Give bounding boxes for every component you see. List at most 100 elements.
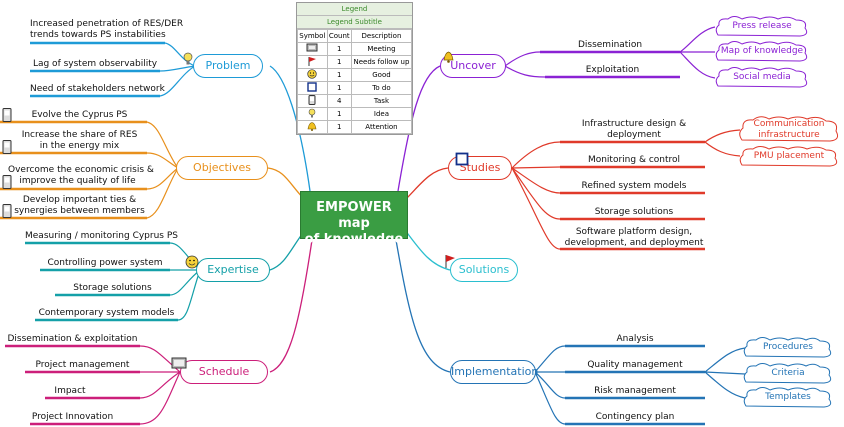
legend-header-count: Count <box>326 29 352 43</box>
central-title-line1: EMPOWER map <box>316 200 392 231</box>
legend-desc: Task <box>350 94 413 108</box>
computer-icon <box>171 357 187 369</box>
legend-row: 1 Good <box>297 68 413 82</box>
legend-title: Legend <box>297 3 412 16</box>
topic-expertise[interactable]: Expertise <box>196 258 270 282</box>
legend-row: 1 Idea <box>297 107 413 121</box>
topic-implementation[interactable]: Implementation <box>450 360 538 384</box>
smiley-icon <box>185 255 199 269</box>
legend-desc: Attention <box>350 120 413 134</box>
implementation-item[interactable]: Quality management <box>587 360 683 370</box>
checkbox-icon <box>455 152 469 166</box>
computer-icon <box>297 42 328 56</box>
topic-solutions[interactable]: Solutions <box>450 258 518 282</box>
pda-icon <box>2 204 12 218</box>
checkbox-icon <box>297 81 328 95</box>
central-title-line2: of knowledge <box>304 232 404 247</box>
schedule-item[interactable]: Project management <box>35 360 130 370</box>
topic-objectives[interactable]: Objectives <box>176 156 268 180</box>
lightbulb-icon <box>297 107 328 121</box>
legend-count: 1 <box>326 120 352 134</box>
pda-icon <box>2 175 12 189</box>
pda-icon <box>297 94 328 108</box>
flag-icon <box>297 55 328 69</box>
legend-row: 1 To do <box>297 81 413 95</box>
legend-count: 4 <box>326 94 352 108</box>
studies-item-line: Infrastructure design & <box>581 119 687 129</box>
problem-item[interactable]: Increased penetration of RES/DER trends … <box>30 19 184 41</box>
studies-cloud-label: PMU placement <box>753 151 825 161</box>
expertise-item[interactable]: Controlling power system <box>47 258 163 268</box>
bell-icon <box>443 51 454 63</box>
studies-item-line: Software platform design, <box>575 227 693 237</box>
studies-item[interactable]: Software platform design, development, a… <box>563 227 705 249</box>
cloud-pmu-placement[interactable] <box>736 145 842 169</box>
studies-cloud-line: Communication <box>753 119 825 129</box>
cloud-communication-infrastructure[interactable] <box>736 115 842 145</box>
legend-table: Legend Legend Subtitle Symbol Count Desc… <box>296 2 413 135</box>
cloud-press-release[interactable] <box>712 15 812 39</box>
cloud-templates[interactable] <box>740 386 836 410</box>
legend-row: 1 Meeting <box>297 42 413 56</box>
problem-item[interactable]: Lag of system observability <box>32 59 158 69</box>
implementation-item[interactable]: Risk management <box>594 386 676 396</box>
implementation-cloud-label: Criteria <box>771 368 805 378</box>
implementation-item[interactable]: Analysis <box>616 334 654 344</box>
cloud-social-media[interactable] <box>712 66 812 90</box>
legend-desc: Good <box>350 68 413 82</box>
legend-row: 1 Needs follow up <box>297 55 413 69</box>
expertise-item[interactable]: Measuring / monitoring Cyprus PS <box>25 231 178 241</box>
legend-row: 4 Task <box>297 94 413 108</box>
studies-cloud-line: infrastructure <box>758 130 820 140</box>
studies-item-line: development, and deployment <box>564 238 704 248</box>
studies-item[interactable]: Infrastructure design & deployment <box>563 119 705 141</box>
studies-item[interactable]: Monitoring & control <box>587 155 681 165</box>
legend-count: 1 <box>326 68 352 82</box>
legend-desc: Needs follow up <box>350 55 413 69</box>
pda-icon <box>2 140 12 154</box>
uncover-cloud-label: Map of knowledge <box>720 46 804 56</box>
schedule-item[interactable]: Project Innovation <box>31 412 114 422</box>
studies-item-line: deployment <box>607 130 661 140</box>
uncover-item[interactable]: Dissemination <box>577 40 643 50</box>
topic-problem[interactable]: Problem <box>193 54 263 78</box>
studies-item[interactable]: Refined system models <box>581 181 687 191</box>
schedule-item[interactable]: Dissemination & exploitation <box>7 334 138 344</box>
studies-cloud-label: Communication infrastructure <box>736 119 842 141</box>
implementation-cloud-label: Templates <box>765 392 811 402</box>
objectives-item[interactable]: Increase the share of RES in the energy … <box>12 130 147 152</box>
pda-icon <box>2 108 12 122</box>
schedule-item[interactable]: Impact <box>54 386 86 396</box>
smiley-icon <box>297 68 328 82</box>
implementation-item[interactable]: Contingency plan <box>595 412 675 422</box>
legend-subtitle: Legend Subtitle <box>297 16 412 29</box>
objectives-item-line: synergies between members <box>14 206 145 216</box>
legend-row: 1 Attention <box>297 120 413 134</box>
objectives-item-line: Increase the share of RES <box>21 130 138 140</box>
lightbulb-icon <box>183 52 193 65</box>
studies-item[interactable]: Storage solutions <box>594 207 674 217</box>
objectives-item-line: Overcome the economic crisis & <box>8 165 154 175</box>
expertise-item[interactable]: Contemporary system models <box>38 308 175 318</box>
cloud-procedures[interactable] <box>740 336 836 360</box>
objectives-item-line: improve the quality of life <box>19 176 136 186</box>
bell-icon <box>297 120 328 134</box>
legend-count: 1 <box>326 42 352 56</box>
uncover-item[interactable]: Exploitation <box>585 65 640 75</box>
objectives-item[interactable]: Overcome the economic crisis & improve t… <box>8 165 154 187</box>
legend-header-symbol: Symbol <box>297 29 328 43</box>
topic-schedule[interactable]: Schedule <box>180 360 268 384</box>
objectives-item[interactable]: Develop important ties & synergies betwe… <box>12 195 147 217</box>
expertise-item[interactable]: Storage solutions <box>73 283 152 293</box>
legend-header-description: Description <box>350 29 413 43</box>
problem-item-line: Increased penetration of RES/DER <box>30 19 184 29</box>
implementation-cloud-label: Procedures <box>763 342 813 352</box>
cloud-criteria[interactable] <box>740 362 836 386</box>
objectives-item[interactable]: Evolve the Cyprus PS <box>31 110 128 120</box>
central-topic[interactable]: EMPOWER map of knowledge <box>300 191 408 247</box>
cloud-map-of-knowledge[interactable] <box>712 40 812 64</box>
problem-item[interactable]: Need of stakeholders network <box>30 84 165 94</box>
uncover-cloud-label: Social media <box>733 72 791 82</box>
legend-count: 1 <box>326 107 352 121</box>
